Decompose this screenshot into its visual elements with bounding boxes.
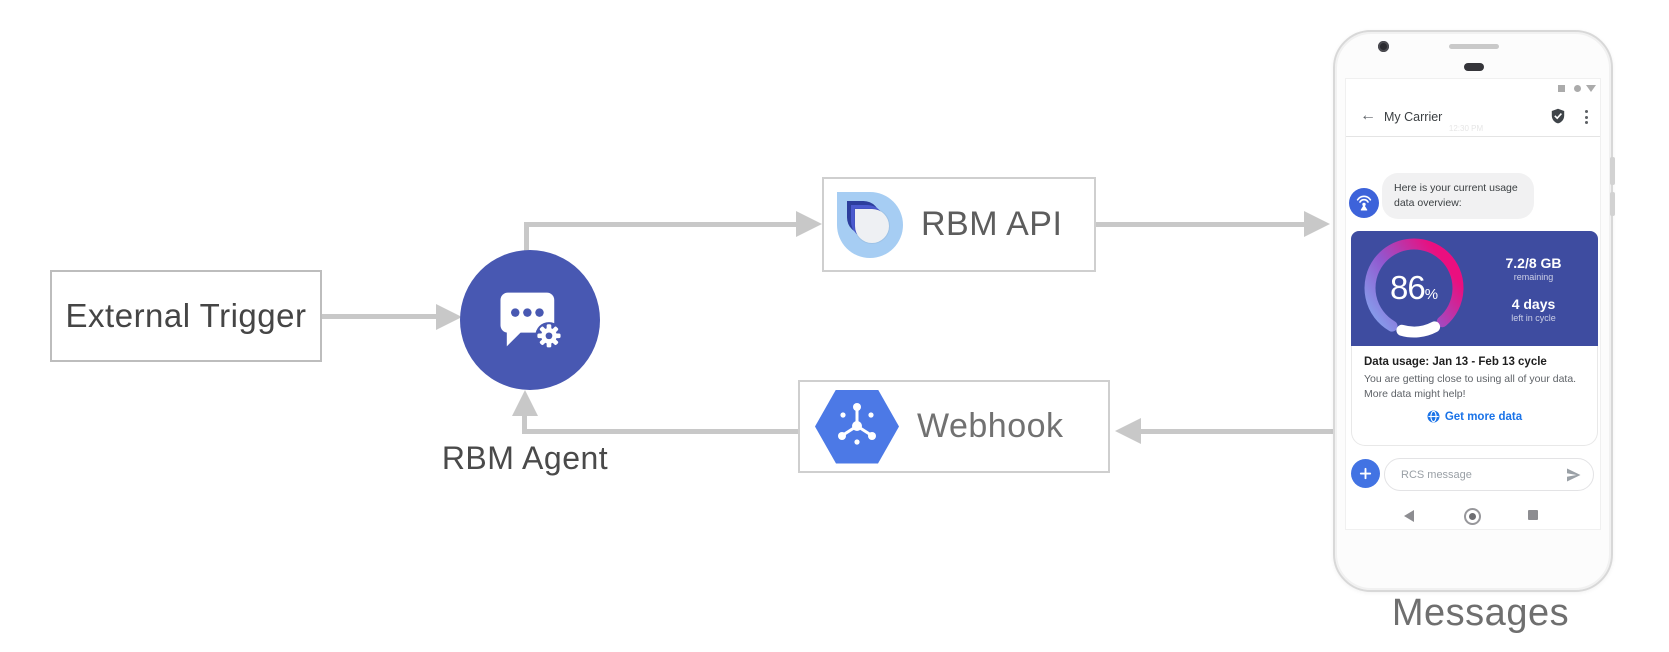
usage-card-body: You are getting close to using all of yo… bbox=[1364, 373, 1577, 401]
chat-bubble: Here is your current usage data overview… bbox=[1382, 173, 1534, 219]
connector-agent-up bbox=[524, 224, 529, 254]
arrowhead-left-icon bbox=[1115, 418, 1141, 444]
add-attachment-button[interactable] bbox=[1351, 459, 1380, 488]
arrowhead-right-icon bbox=[1304, 211, 1330, 237]
get-more-data-button[interactable]: Get more data bbox=[1364, 410, 1585, 423]
status-icon-signal bbox=[1586, 85, 1596, 92]
front-camera-icon bbox=[1378, 41, 1389, 52]
rbm-api-logo-icon bbox=[837, 191, 903, 258]
days-left-value: 4 days bbox=[1511, 295, 1556, 312]
arrowhead-up-icon bbox=[512, 390, 538, 416]
rbm-api-label: RBM API bbox=[921, 205, 1063, 243]
days-left-label: left in cycle bbox=[1511, 312, 1556, 323]
message-timestamp: 12:30 PM bbox=[1448, 124, 1484, 133]
nav-back-button[interactable] bbox=[1404, 510, 1414, 522]
messages-caption: Messages bbox=[1391, 592, 1570, 634]
webhook-box: Webhook bbox=[798, 380, 1110, 473]
usage-card-title: Data usage: Jan 13 - Feb 13 cycle bbox=[1364, 356, 1547, 368]
rbm-agent-label: RBM Agent bbox=[441, 440, 609, 476]
usage-stats: 7.2/8 GB remaining 4 days left in cycle bbox=[1477, 231, 1590, 346]
globe-icon bbox=[1427, 410, 1440, 423]
verified-badge-icon bbox=[1551, 108, 1565, 124]
external-trigger-label: External Trigger bbox=[65, 297, 307, 334]
rcs-message-input[interactable] bbox=[1399, 459, 1553, 491]
overflow-menu-icon[interactable] bbox=[1585, 110, 1588, 124]
webhook-label: Webhook bbox=[917, 407, 1064, 445]
pubsub-hexagon-icon bbox=[815, 389, 899, 464]
connector-webhook-left bbox=[522, 429, 798, 434]
data-remaining-label: remaining bbox=[1513, 271, 1554, 282]
status-icon-square bbox=[1558, 85, 1565, 92]
status-icon-dot bbox=[1574, 85, 1581, 92]
nav-recents-button[interactable] bbox=[1528, 510, 1538, 520]
phone-power-button bbox=[1610, 157, 1615, 185]
usage-percent: 86% bbox=[1389, 269, 1439, 306]
connector-trigger-to-agent bbox=[322, 314, 440, 319]
arrowhead-right-icon bbox=[796, 211, 822, 237]
phone-volume-button bbox=[1610, 192, 1615, 216]
usage-card-gauge-section: 86% 7.2/8 GB remaining 4 days left in cy… bbox=[1351, 231, 1598, 346]
send-icon[interactable] bbox=[1565, 467, 1582, 483]
external-trigger-box: External Trigger bbox=[50, 270, 322, 362]
message-input-pill bbox=[1384, 458, 1594, 491]
agent-avatar bbox=[1349, 188, 1379, 218]
back-arrow-icon[interactable]: ← bbox=[1360, 107, 1376, 124]
usage-gauge-icon bbox=[1364, 238, 1464, 338]
nav-home-button[interactable] bbox=[1464, 508, 1481, 525]
speaker-icon bbox=[1464, 63, 1484, 71]
phone-screen: ← My Carrier 12:30 PM Here is your curre… bbox=[1345, 78, 1601, 530]
connector-api-to-phone bbox=[1096, 222, 1304, 227]
connector-phone-to-webhook bbox=[1141, 429, 1333, 434]
rbm-agent-node bbox=[460, 250, 600, 390]
earpiece-icon bbox=[1449, 44, 1499, 49]
data-remaining-value: 7.2/8 GB bbox=[1505, 254, 1562, 271]
connector-webhook-to-agent bbox=[522, 414, 527, 434]
phone-mockup: ← My Carrier 12:30 PM Here is your curre… bbox=[1333, 30, 1615, 592]
plus-icon bbox=[1359, 467, 1372, 480]
conversation-title: My Carrier bbox=[1384, 110, 1443, 124]
beacon-icon bbox=[1356, 195, 1372, 211]
header-divider bbox=[1346, 136, 1600, 137]
chat-bubble-gear-icon bbox=[500, 292, 563, 350]
arrowhead-right-icon bbox=[436, 304, 462, 330]
connector-agent-to-api bbox=[524, 222, 798, 227]
rbm-api-box: RBM API bbox=[822, 177, 1096, 272]
usage-card-text-section: Data usage: Jan 13 - Feb 13 cycle You ar… bbox=[1351, 346, 1598, 446]
